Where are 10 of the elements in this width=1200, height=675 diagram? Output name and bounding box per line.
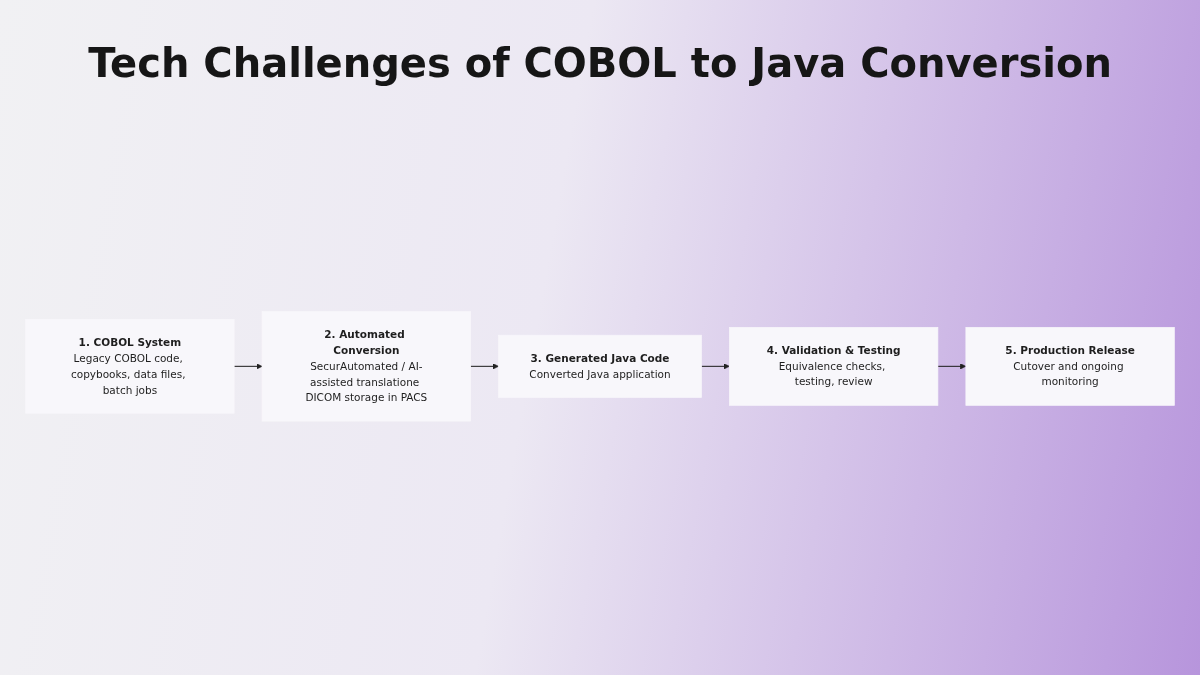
arrow xyxy=(470,362,499,370)
node-box: 2. Automated Conversion SecurAutomated / AI-assisted translatione DICOM storage in PACS xyxy=(261,310,471,422)
node-box: 1. COBOL System Legacy COBOL code, copybooks, data files, batch jobs xyxy=(25,318,235,414)
arrow xyxy=(233,362,263,370)
arrow xyxy=(700,362,730,370)
node-box: 5. Production Release Cutover and ongoing monitoring xyxy=(965,326,1175,406)
node-box: 4. Validation & Testing Equivalence checks, testing, review xyxy=(729,326,939,406)
arrow xyxy=(937,362,967,370)
title: Tech Challenges of COBOL to Java Conversion xyxy=(87,40,1113,86)
node-box: 3. Generated Java Code Converted Java application xyxy=(498,334,702,398)
